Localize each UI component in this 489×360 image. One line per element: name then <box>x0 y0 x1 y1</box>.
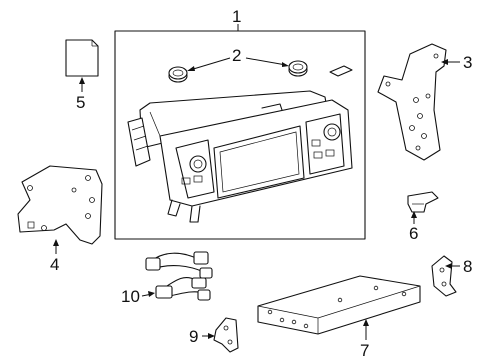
bracket-small-right <box>431 255 457 297</box>
callout-8: 8 <box>463 257 472 276</box>
callout-2: 2 <box>232 46 241 65</box>
arrowhead-3 <box>441 59 448 65</box>
callout-10: 10 <box>121 287 140 306</box>
arrowhead-10 <box>148 291 155 297</box>
bracket-bottom <box>213 317 239 353</box>
leader-2a <box>189 57 231 71</box>
callout-7: 7 <box>360 341 369 360</box>
callout-5: 5 <box>76 93 85 112</box>
callout-9: 9 <box>189 327 198 346</box>
callout-6: 6 <box>409 224 418 243</box>
bracket-right <box>377 43 447 161</box>
control-module <box>257 275 421 335</box>
sd-card <box>65 39 99 77</box>
clip-part <box>407 191 439 213</box>
knob-right <box>288 60 308 77</box>
arrowhead-9 <box>208 333 215 339</box>
assembly-frame <box>114 30 366 240</box>
arrowhead-2b <box>282 62 289 67</box>
arrowhead-2a <box>187 66 195 71</box>
label-sticker <box>329 65 353 77</box>
arrowhead-6 <box>411 211 417 218</box>
callout-3: 3 <box>463 53 472 72</box>
knob-left <box>168 66 188 83</box>
arrowhead-7 <box>363 319 369 326</box>
callout-1: 1 <box>232 7 241 26</box>
callout-4: 4 <box>50 255 59 274</box>
wire-harness <box>145 251 213 301</box>
arrowhead-5 <box>79 77 85 84</box>
arrowhead-4 <box>53 239 59 246</box>
bracket-left <box>17 165 103 245</box>
head-unit <box>127 90 353 223</box>
arrowhead-8 <box>445 263 452 269</box>
leader-2b <box>245 57 287 66</box>
